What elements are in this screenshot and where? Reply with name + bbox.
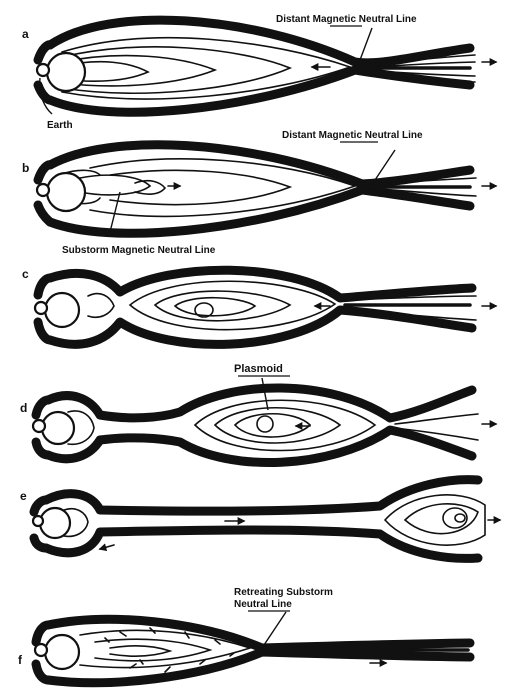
panel-letter-b: b <box>22 161 29 175</box>
panel-letter-c: c <box>22 267 29 281</box>
panel-a: a Earth Distant Magnetic Neutral Line <box>22 14 496 131</box>
earth-icon <box>42 412 74 444</box>
distant-neutral-line-label-b: Distant Magnetic Neutral Line <box>282 130 423 141</box>
substorm-neutral-line-label: Substorm Magnetic Neutral Line <box>62 245 216 256</box>
earth-icon <box>47 173 85 211</box>
tail-envelope <box>48 388 472 463</box>
earth-icon <box>45 635 79 669</box>
plasmoid-loop <box>385 495 485 545</box>
retreating-neutral-line-label-1: Retreating Substorm <box>234 587 333 598</box>
panel-f: f Retreating Substorm Neutral Line <box>18 587 470 683</box>
panel-e: e <box>20 480 500 559</box>
panel-letter-a: a <box>22 27 29 41</box>
panel-d: d Plasmoid <box>20 363 496 463</box>
plasmoid-label: Plasmoid <box>234 363 283 375</box>
retreating-neutral-line-label-2: Neutral Line <box>234 599 292 610</box>
panel-letter-d: d <box>20 401 27 415</box>
panel-b: b Distant Magnetic Neutral Line Substorm… <box>22 130 496 256</box>
earth-icon <box>45 293 79 327</box>
earth-icon <box>47 53 85 91</box>
panel-c: c <box>22 267 496 344</box>
distant-neutral-line-label-a: Distant Magnetic Neutral Line <box>276 14 417 25</box>
earth-icon <box>40 508 70 538</box>
panel-letter-f: f <box>18 653 23 667</box>
panel-letter-e: e <box>20 489 27 503</box>
earth-label: Earth <box>47 120 73 131</box>
plasmoid-loop <box>130 281 335 329</box>
